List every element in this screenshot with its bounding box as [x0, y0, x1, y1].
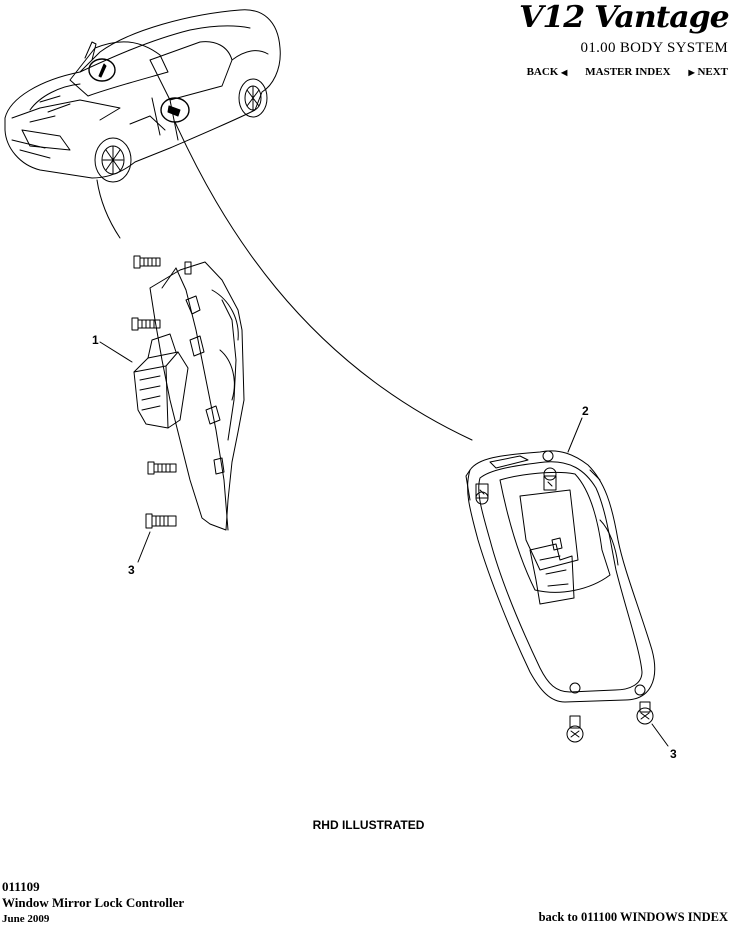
brand-logo: V12 Vantage [519, 0, 730, 35]
document-code: 011109 [2, 879, 40, 894]
screw-6 [543, 475, 557, 491]
back-to-index-link[interactable]: back to 011100 WINDOWS INDEX [538, 910, 728, 924]
leader-line-1 [96, 179, 121, 239]
navigation-bar: BACK ◀ MASTER INDEX ▶ NEXT [527, 66, 728, 78]
screw-1 [133, 255, 161, 269]
screw-5 [475, 483, 489, 499]
leader-line-2 [174, 121, 473, 441]
screw-2 [131, 317, 161, 331]
screw-4 [145, 513, 177, 529]
rhd-note: RHD ILLUSTRATED [312, 818, 425, 832]
next-link[interactable]: ▶ NEXT [689, 66, 728, 78]
triangle-left-icon: ◀ [561, 68, 568, 77]
master-index-link[interactable]: MASTER INDEX [585, 66, 671, 78]
callout-2: 2 [582, 404, 589, 418]
document-date: June 2009 [2, 913, 50, 925]
car-illustration [4, 9, 281, 183]
back-link[interactable]: BACK ◀ [527, 66, 568, 78]
screw-7 [566, 715, 584, 743]
triangle-right-icon: ▶ [688, 68, 695, 77]
callout-3b: 3 [670, 747, 677, 761]
section-title: 01.00 BODY SYSTEM [580, 40, 728, 56]
callout-leader-3b [651, 723, 669, 747]
screw-3 [147, 461, 177, 475]
screw-8 [636, 701, 654, 725]
callout-leader-1 [99, 341, 133, 363]
part-1-controller [131, 255, 245, 531]
callout-leader-3a [137, 531, 151, 563]
callout-1: 1 [92, 333, 99, 347]
callout-3a: 3 [128, 563, 135, 577]
callout-leader-2 [567, 417, 583, 453]
back-label: BACK [526, 66, 559, 78]
part-2-housing [465, 450, 656, 743]
document-title: Window Mirror Lock Controller [2, 895, 185, 910]
next-label: NEXT [697, 66, 728, 78]
